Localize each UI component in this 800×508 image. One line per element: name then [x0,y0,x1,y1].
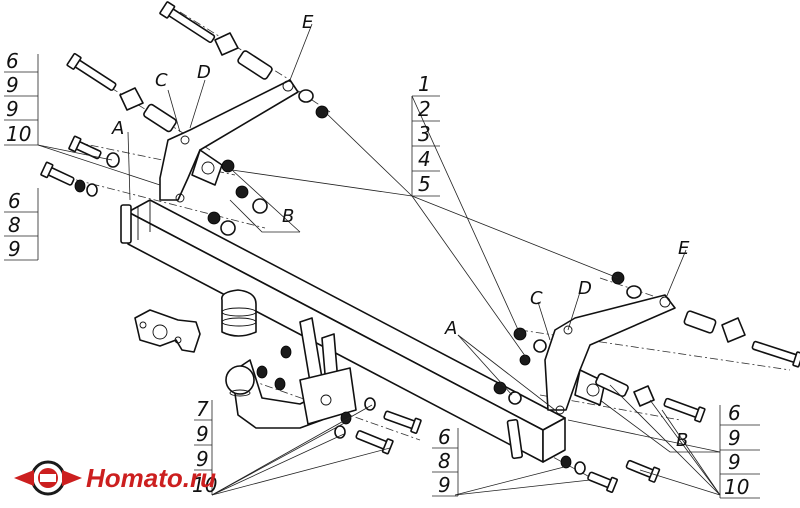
callout-left-bottom: 6 8 9 [4,188,39,261]
callout-number: 9 [728,426,741,450]
callout-number: 3 [418,122,431,146]
logo-text: Homato.ru [86,463,216,493]
tow-ball-assembly [134,289,422,455]
label-right-A: A [444,318,457,339]
label-right-B: B [676,430,688,451]
callout-number: 10 [724,475,749,499]
callout-number: 7 [196,397,209,421]
callout-number: 9 [8,237,21,261]
callout-number: 10 [6,122,31,146]
callout-number: 6 [728,401,741,425]
letter-labels: A B C D E A B C D E [111,12,690,451]
label-left-B: B [282,206,294,227]
callout-number: 8 [8,213,21,237]
label-right-C: C [530,288,543,309]
callout-left-top: 6 9 9 10 [4,49,39,146]
callout-number: 2 [418,97,431,121]
callout-number: 9 [728,450,741,474]
callout-number: 1 [418,72,431,96]
leader-lines [37,23,721,496]
left-fasteners [40,1,329,236]
logo-emblem-icon [14,460,82,496]
callout-right-bottom: 6 9 9 10 [719,401,760,499]
main-crossbar [120,199,566,463]
label-left-D: D [197,62,211,83]
callout-number: 10 [192,473,217,497]
callout-number: 6 [8,189,21,213]
label-left-E: E [302,12,314,33]
callout-number: 9 [438,473,451,497]
callout-number: 9 [196,447,209,471]
callout-center-stack: 1 2 3 4 5 [411,72,440,197]
callout-number: 4 [418,147,431,171]
label-left-C: C [155,70,168,91]
callout-number: 9 [6,73,19,97]
label-right-E: E [678,238,690,259]
left-bracket [159,79,299,203]
callout-number: 6 [6,49,19,73]
callout-bottom-left: 7 9 9 10 [192,397,217,497]
right-bracket [544,294,676,415]
callout-number: 6 [438,425,451,449]
label-right-D: D [578,278,592,299]
callout-bottom-center: 6 8 9 [432,425,459,497]
callout-number: 8 [438,449,451,473]
label-left-A: A [111,118,124,139]
callout-number: 9 [196,422,209,446]
brand-logo: Homato.ru [14,460,216,496]
callout-number: 9 [6,97,19,121]
callout-number: 5 [418,172,431,196]
